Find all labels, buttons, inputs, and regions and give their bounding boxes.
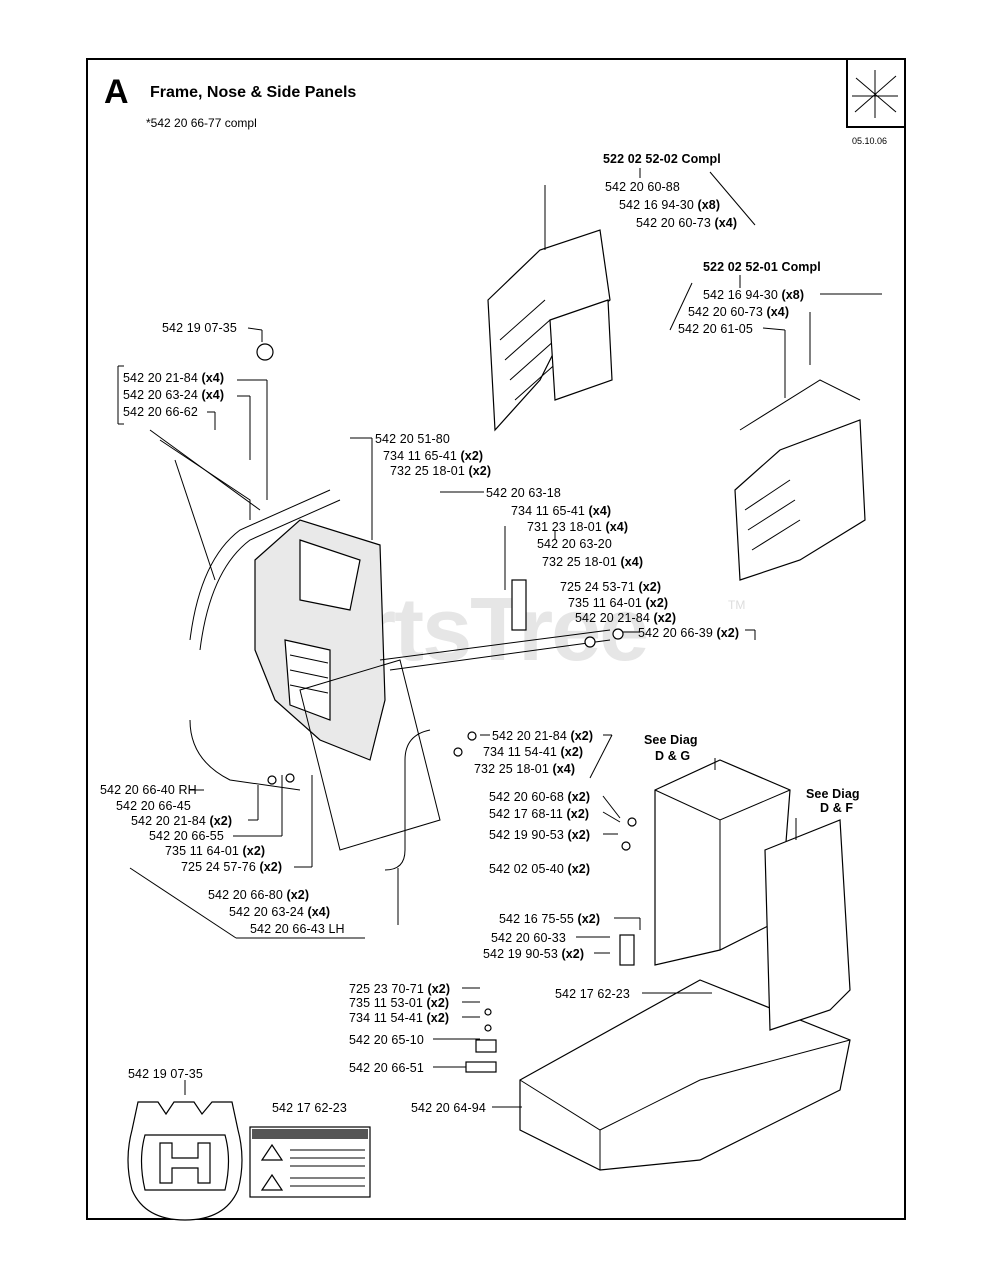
orientation-icon — [852, 70, 898, 118]
see-diagram-dg[interactable]: See Diag — [644, 733, 698, 747]
part-label[interactable]: 542 17 62-23 — [272, 1101, 347, 1115]
part-label[interactable]: 725 24 57-76 (x2) — [181, 860, 283, 874]
part-label[interactable]: 542 19 07-35 — [162, 321, 237, 335]
part-label[interactable]: 542 20 66-45 — [116, 799, 191, 813]
see-diagram-dg-ref[interactable]: D & G — [655, 749, 691, 763]
part-label[interactable]: 542 20 21-84 (x2) — [575, 611, 677, 625]
part-label[interactable]: 542 20 66-55 — [149, 829, 224, 843]
fasteners — [256, 343, 637, 1073]
section-letter: A — [104, 73, 129, 111]
part-label[interactable]: 542 20 66-62 — [123, 405, 198, 419]
part-label[interactable]: 542 20 63-20 — [537, 537, 612, 551]
part-label[interactable]: 542 20 66-80 (x2) — [208, 888, 310, 902]
part-label[interactable]: 542 17 62-23 — [555, 987, 630, 1001]
part-label[interactable]: 734 11 54-41 (x2) — [349, 1011, 450, 1025]
part-label[interactable]: 542 16 94-30 (x8) — [703, 288, 805, 302]
page-subtitle: *542 20 66-77 compl — [146, 116, 257, 130]
part-label[interactable]: 542 19 90-53 (x2) — [483, 947, 585, 961]
part-label[interactable]: 734 11 65-41 (x2) — [383, 449, 484, 463]
part-label[interactable]: 725 23 70-71 (x2) — [349, 982, 451, 996]
part-label[interactable]: 542 20 21-84 (x4) — [123, 371, 225, 385]
part-label[interactable]: 522 02 52-02 Compl — [603, 152, 721, 166]
part-label[interactable]: 542 19 07-35 — [128, 1067, 203, 1081]
page-title: Frame, Nose & Side Panels — [150, 84, 357, 101]
part-label[interactable]: 542 20 64-94 — [411, 1101, 486, 1115]
part-label[interactable]: 542 20 66-39 (x2) — [638, 626, 740, 640]
mounting-plate — [299, 659, 441, 851]
part-label[interactable]: 542 20 21-84 (x2) — [492, 729, 594, 743]
side-cover — [764, 819, 851, 1031]
watermark-tm: TM — [728, 598, 746, 612]
part-label[interactable]: 542 20 66-40 RH — [100, 783, 197, 797]
right-side-panel-lower — [734, 379, 866, 581]
part-label[interactable]: 542 20 21-84 (x2) — [131, 814, 233, 828]
part-label[interactable]: 542 20 63-18 — [486, 486, 561, 500]
part-label[interactable]: 542 16 94-30 (x8) — [619, 198, 721, 212]
part-label[interactable]: 542 20 66-51 — [349, 1061, 424, 1075]
leader-lines — [117, 168, 882, 1108]
part-label[interactable]: 735 11 64-01 (x2) — [165, 844, 266, 858]
part-label[interactable]: 542 02 05-40 (x2) — [489, 862, 591, 876]
part-label[interactable]: 542 20 60-73 (x4) — [688, 305, 790, 319]
part-label[interactable]: 542 20 66-43 LH — [250, 922, 345, 936]
part-label[interactable]: 732 25 18-01 (x2) — [390, 464, 492, 478]
nose-housing — [254, 519, 386, 761]
part-label[interactable]: 542 20 60-73 (x4) — [636, 216, 738, 230]
part-label[interactable]: 725 24 53-71 (x2) — [560, 580, 662, 594]
main-frame — [519, 979, 851, 1171]
part-label[interactable]: 542 16 75-55 (x2) — [499, 912, 601, 926]
see-diagram-df[interactable]: See Diag — [806, 787, 860, 801]
part-label[interactable]: 731 23 18-01 (x4) — [527, 520, 629, 534]
part-label[interactable]: 734 11 54-41 (x2) — [483, 745, 584, 759]
see-diagram-df-ref[interactable]: D & F — [820, 801, 854, 815]
part-label[interactable]: 542 17 68-11 (x2) — [489, 807, 590, 821]
part-label[interactable]: 542 20 60-68 (x2) — [489, 790, 591, 804]
part-label[interactable]: 735 11 53-01 (x2) — [349, 996, 450, 1010]
part-label[interactable]: 542 20 60-33 — [491, 931, 566, 945]
date-code: 05.10.06 — [852, 136, 888, 146]
husqvarna-emblem-icon — [127, 1101, 243, 1221]
part-label[interactable]: 542 20 61-05 — [678, 322, 753, 336]
part-label[interactable]: 542 20 60-88 — [605, 180, 680, 194]
part-label[interactable]: 734 11 65-41 (x4) — [511, 504, 612, 518]
part-label[interactable]: 732 25 18-01 (x4) — [542, 555, 644, 569]
bumper-bars — [149, 429, 611, 871]
right-side-panel-upper — [487, 185, 613, 432]
part-label[interactable]: 542 20 63-24 (x4) — [229, 905, 331, 919]
orientation-box — [846, 60, 906, 128]
part-label[interactable]: 542 20 65-10 — [349, 1033, 424, 1047]
part-label[interactable]: 522 02 52-01 Compl — [703, 260, 821, 274]
part-label[interactable]: 542 19 90-53 (x2) — [489, 828, 591, 842]
part-label[interactable]: 542 20 63-24 (x4) — [123, 388, 225, 402]
part-label[interactable]: 735 11 64-01 (x2) — [568, 596, 669, 610]
part-label[interactable]: 542 20 51-80 — [375, 432, 450, 446]
diagram-frame — [86, 58, 906, 1220]
warning-decal-icon — [249, 1126, 371, 1198]
part-label[interactable]: 732 25 18-01 (x4) — [474, 762, 576, 776]
